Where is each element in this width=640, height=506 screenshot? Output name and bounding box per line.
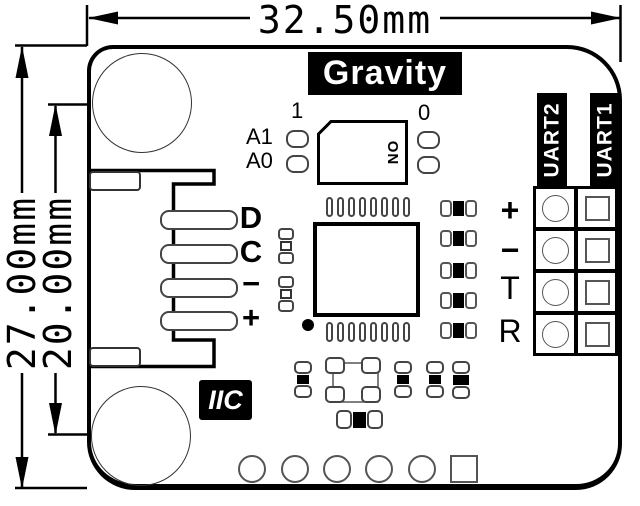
outer-height-dimension-label: 27.00mm — [0, 193, 44, 373]
terminal-cell — [534, 271, 576, 313]
address-a0-label: A0 — [246, 148, 273, 173]
switch-on-label: ON — [384, 140, 402, 166]
passive-component — [336, 410, 383, 429]
terminal-hole — [541, 278, 569, 306]
terminal-cell — [576, 313, 618, 355]
uart1-header-label: UART1 — [590, 93, 620, 187]
terminal-hole — [541, 320, 569, 348]
uart-row-label-plus: + — [500, 192, 520, 228]
terminal-pad — [584, 279, 610, 305]
switch-pad — [286, 130, 309, 148]
outer-height-arrow-bottom — [15, 457, 29, 489]
passive-component — [440, 292, 477, 309]
switch-position-1-label: 1 — [291, 98, 304, 123]
uart-row-label-t: T — [500, 270, 520, 306]
bottom-pad-hole — [365, 455, 393, 483]
passive-component — [426, 361, 444, 398]
uart2-header-label: UART2 — [537, 93, 567, 187]
pin-label-plus: + — [241, 300, 261, 335]
pin-label-c: C — [239, 234, 263, 269]
inner-height-dimension-label: 20.00mm — [36, 193, 80, 373]
crystal-pad — [325, 357, 345, 374]
connector-pin — [160, 311, 238, 331]
chip-pad-row-bottom — [326, 322, 410, 342]
board-outline — [87, 45, 622, 490]
width-arrow-left — [88, 11, 118, 25]
bottom-pad-square — [450, 455, 478, 483]
connector-pin — [160, 278, 238, 298]
connector-pin — [160, 244, 238, 264]
terminal-cell — [534, 313, 576, 355]
width-arrow-right — [591, 11, 621, 25]
mounting-hole-top-left — [92, 53, 192, 153]
passive-component — [440, 230, 477, 247]
crystal-pad — [361, 386, 381, 403]
chip-pad-row-top — [326, 197, 410, 217]
passive-component — [278, 228, 294, 264]
passive-component — [452, 361, 470, 399]
pin-label-d: D — [239, 200, 263, 235]
switch-pad — [417, 156, 440, 174]
terminal-cell — [576, 271, 618, 313]
crystal-pad — [361, 357, 381, 374]
passive-component — [294, 361, 312, 398]
inner-height-arrow-bottom — [49, 403, 62, 435]
outer-height-arrow-top — [15, 46, 29, 78]
passive-component — [278, 276, 294, 312]
terminal-cell — [534, 187, 576, 229]
edge-tab-top — [89, 171, 141, 191]
bottom-pad-hole — [281, 455, 309, 483]
switch-pad — [417, 131, 440, 149]
iic-interface-label: IIC — [199, 380, 252, 420]
passive-component — [440, 322, 477, 339]
switch-pad — [286, 155, 309, 173]
passive-component — [440, 200, 477, 217]
terminal-pad — [584, 237, 610, 263]
terminal-cell — [534, 229, 576, 271]
bottom-pad-hole — [323, 455, 351, 483]
bottom-pad-hole — [408, 455, 436, 483]
passive-component — [394, 361, 412, 398]
pin1-dot — [302, 319, 314, 331]
uart-row-label-minus: − — [500, 232, 520, 268]
terminal-pad — [584, 195, 610, 221]
width-dimension-label: 32.50mm — [250, 0, 440, 40]
main-chip — [313, 222, 420, 317]
bottom-pad-hole — [238, 455, 266, 483]
inner-height-arrow-top — [49, 104, 62, 136]
brand-label: Gravity — [308, 52, 462, 95]
switch-position-0-label: 0 — [418, 100, 431, 125]
crystal-pad — [325, 386, 345, 403]
terminal-cell — [576, 229, 618, 271]
terminal-hole — [541, 194, 569, 222]
uart-row-label-r: R — [498, 313, 522, 349]
passive-component — [440, 262, 477, 279]
terminal-hole — [541, 236, 569, 264]
mounting-hole-bottom-left — [91, 386, 191, 486]
terminal-cell — [576, 187, 618, 229]
address-a1-label: A1 — [246, 124, 273, 149]
pin-label-minus: − — [241, 266, 261, 301]
terminal-pad — [584, 321, 610, 347]
edge-tab-bottom — [89, 347, 141, 367]
connector-pin — [160, 210, 238, 230]
